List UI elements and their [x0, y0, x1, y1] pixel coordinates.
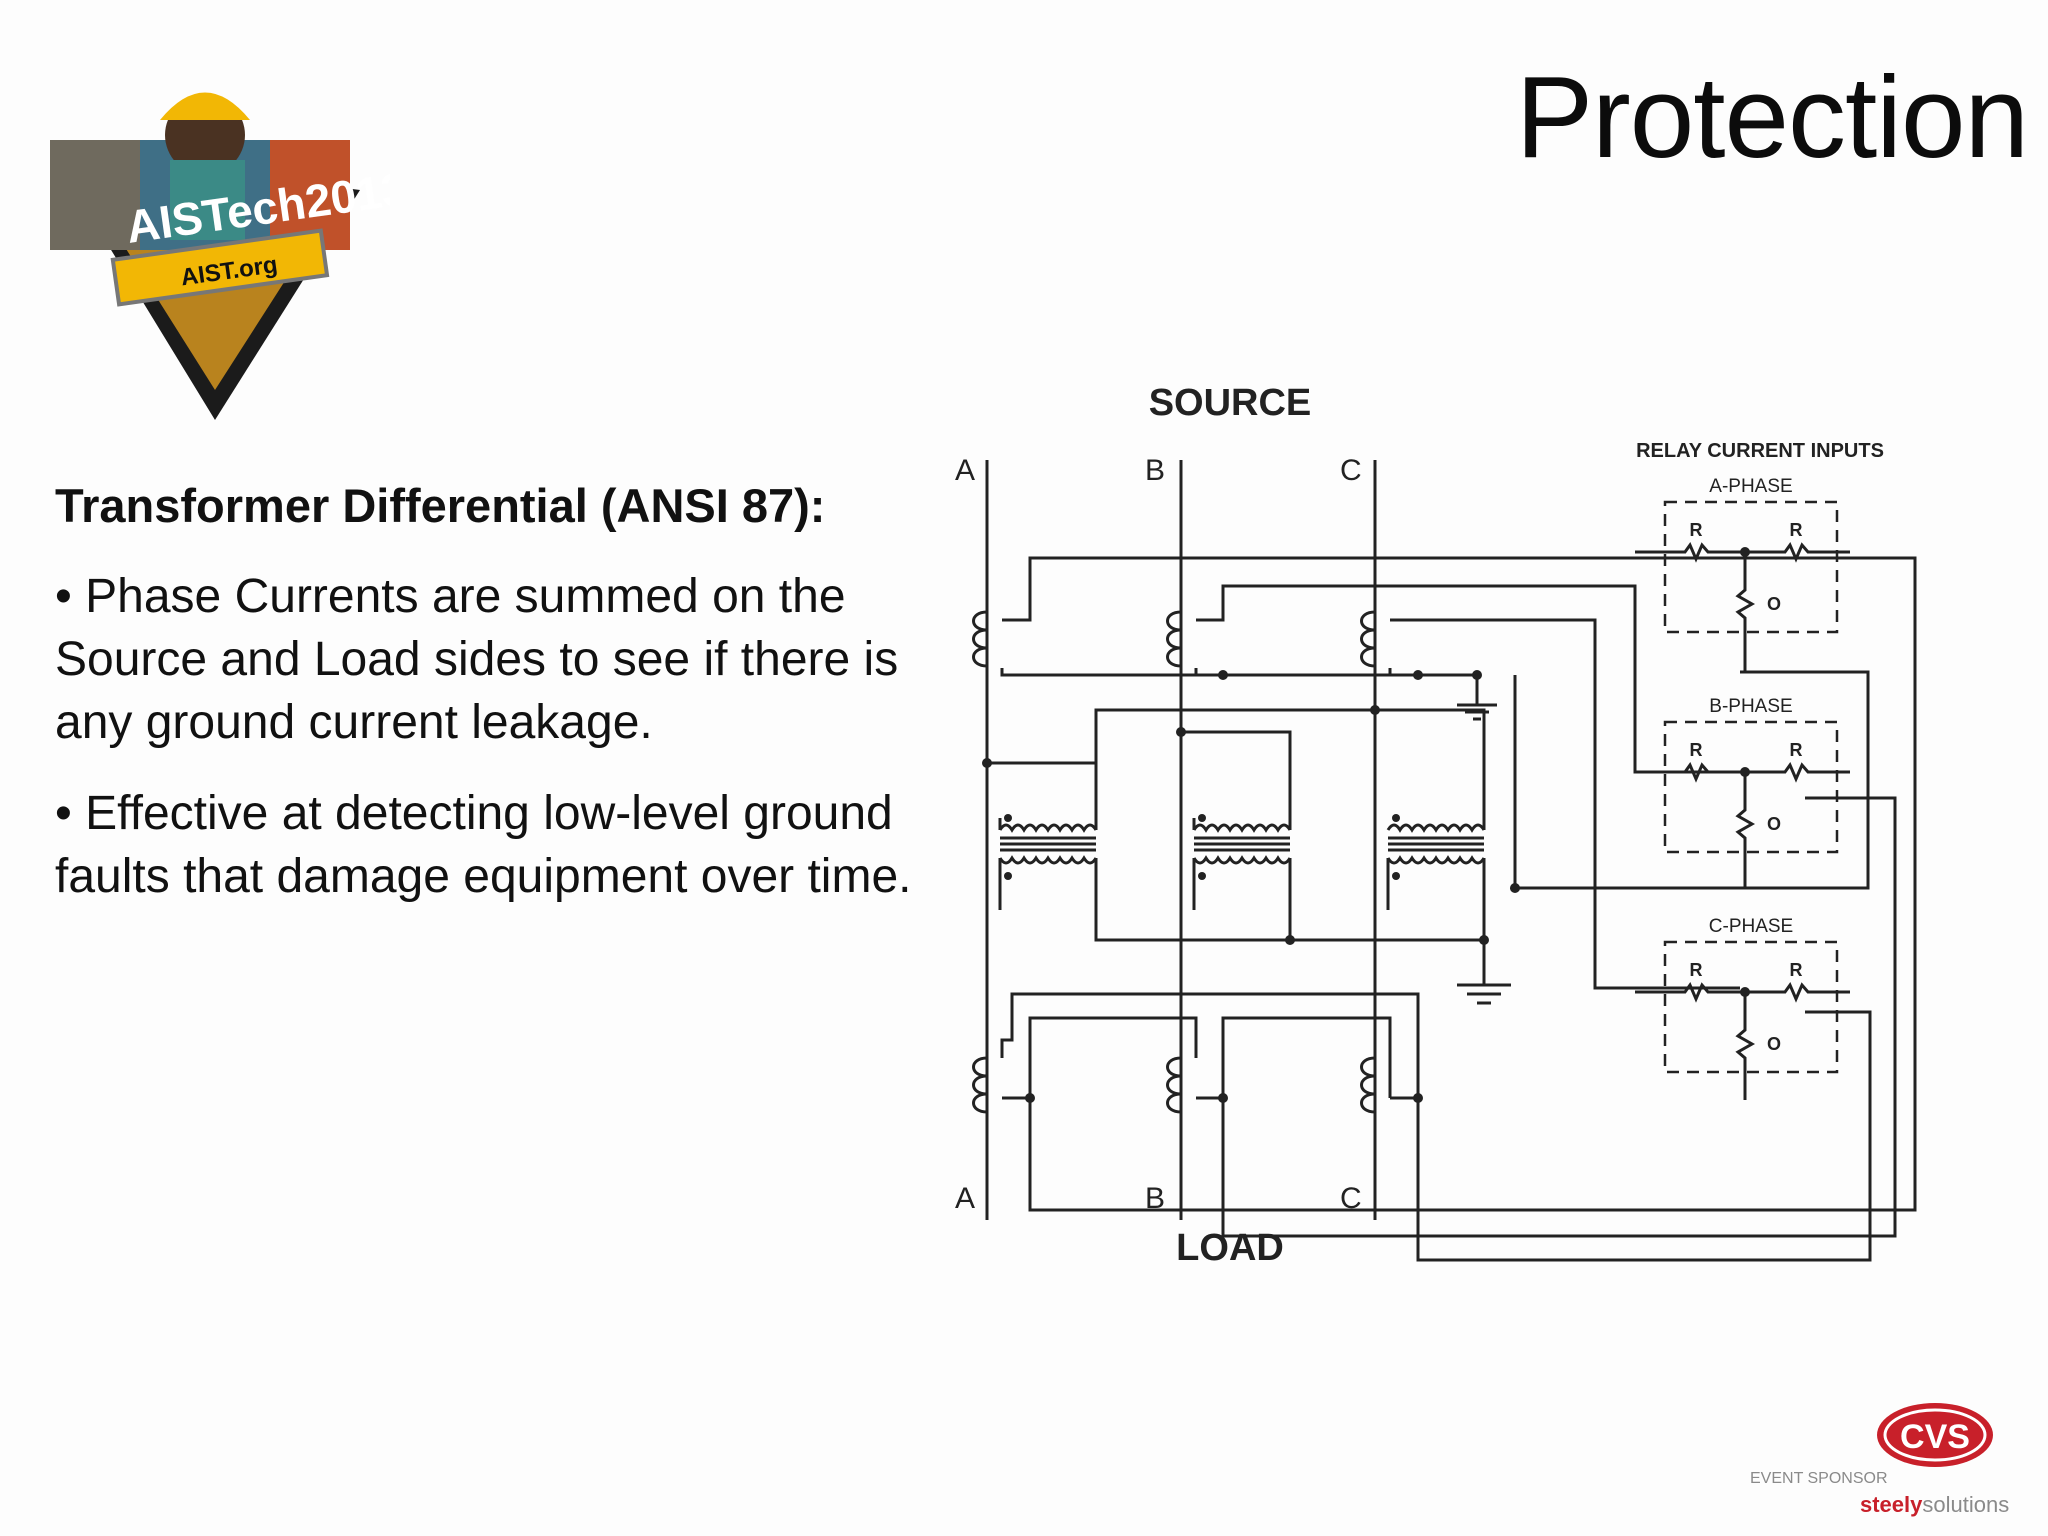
bullet-list: • Phase Currents are summed on the Sourc…	[55, 565, 935, 936]
relay-inputs-title: RELAY CURRENT INPUTS	[1636, 440, 1884, 462]
phase-label-b-top: B	[1145, 454, 1165, 487]
source-label: SOURCE	[1149, 382, 1312, 424]
sponsor-company-rest: solutions	[1922, 1492, 2009, 1517]
phase-label-c-bottom: C	[1340, 1182, 1362, 1215]
relay-group-a-label: A-PHASE	[1709, 476, 1792, 497]
relay-a-operate: O	[1767, 594, 1781, 614]
bullet-item: • Phase Currents are summed on the Sourc…	[55, 570, 899, 749]
sponsor-company: steelysolutions	[1860, 1492, 2009, 1517]
event-sponsor-logo: CVS EVENT SPONSOR steelysolutions	[1750, 1403, 2009, 1517]
relay-a-restraint-1: R	[1690, 520, 1703, 540]
relay-b-restraint-2: R	[1790, 740, 1803, 760]
sponsor-logo-text: CVS	[1900, 1418, 1970, 1456]
relay-c-operate: O	[1767, 1034, 1781, 1054]
aistech-2013-logo: AISTech2013 AIST.org	[50, 92, 390, 420]
relay-group-c-label: C-PHASE	[1709, 916, 1793, 937]
relay-c-restraint-1: R	[1690, 960, 1703, 980]
differential-wiring-diagram: SOURCE LOAD A B C A B C RELAY CURRENT IN…	[955, 382, 1917, 1269]
sponsor-caption: EVENT SPONSOR	[1750, 1470, 1888, 1487]
relay-group-b-label: B-PHASE	[1709, 696, 1792, 717]
relay-b-restraint-1: R	[1690, 740, 1703, 760]
relay-a-restraint-2: R	[1790, 520, 1803, 540]
section-heading: Transformer Differential (ANSI 87):	[55, 479, 826, 532]
phase-label-a-bottom: A	[955, 1182, 975, 1215]
relay-c-restraint-2: R	[1790, 960, 1803, 980]
phase-label-a-top: A	[955, 454, 975, 487]
bullet-item: • Effective at detecting low-level groun…	[55, 787, 912, 903]
load-label: LOAD	[1176, 1227, 1284, 1269]
phase-label-b-bottom: B	[1145, 1182, 1165, 1215]
sponsor-company-bold: steely	[1860, 1492, 1923, 1517]
phase-label-c-top: C	[1340, 454, 1362, 487]
slide-title: Protection	[1515, 52, 2029, 182]
relay-b-operate: O	[1767, 814, 1781, 834]
